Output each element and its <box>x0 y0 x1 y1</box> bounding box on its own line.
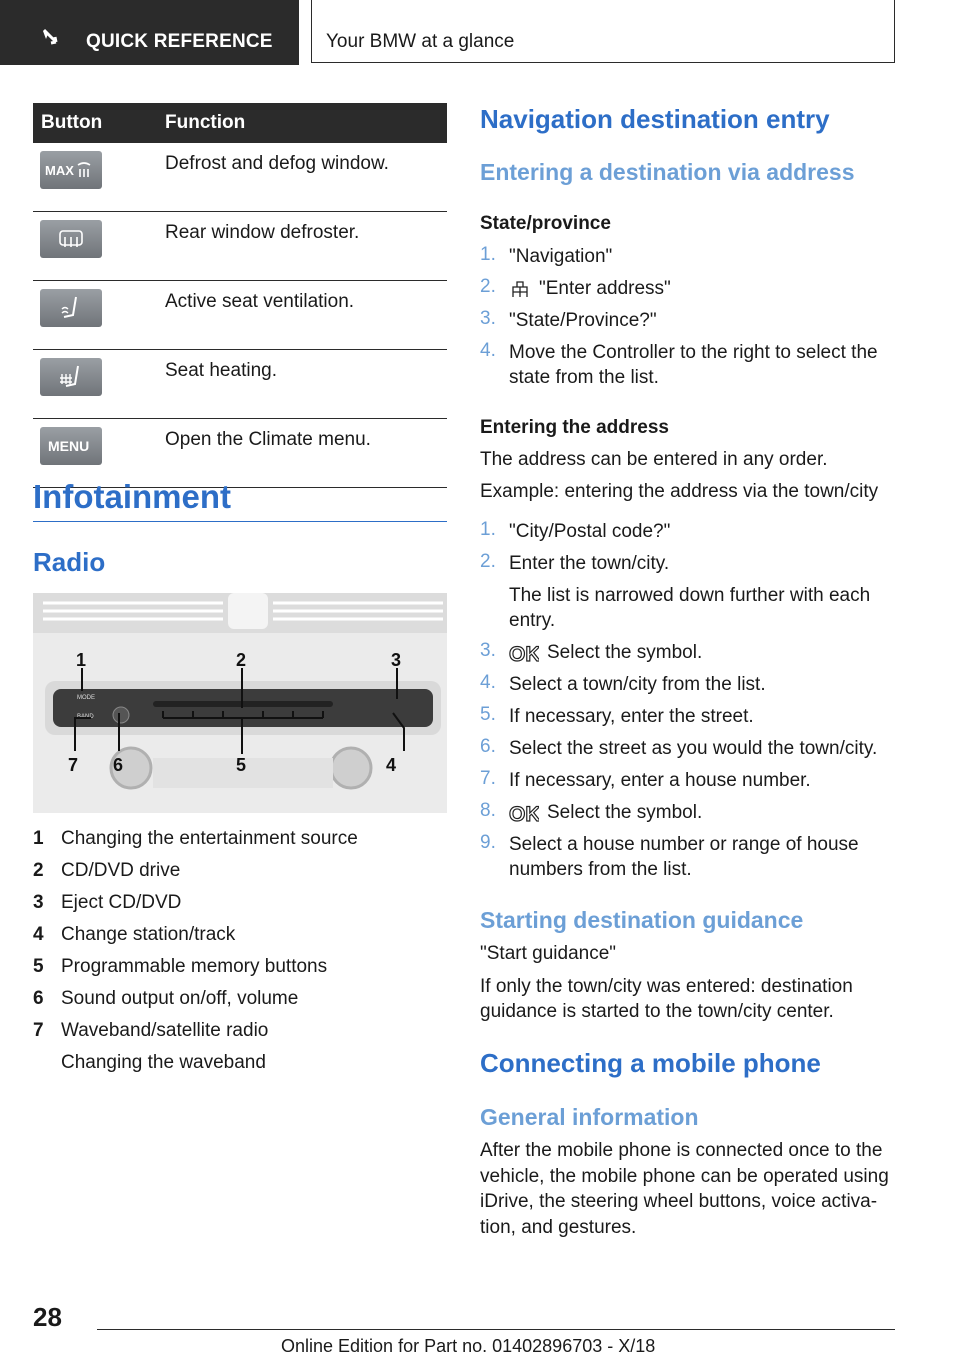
phone-heading: Connecting a mobile phone <box>480 1048 821 1078</box>
table-row: MENU Open the Climate menu. <box>33 418 447 488</box>
section-tab: QUICK REFERENCE <box>0 0 299 65</box>
table-cell: Rear window defroster. <box>162 211 447 281</box>
seat-heating-icon <box>40 358 102 396</box>
callout-3: 3 <box>391 650 401 670</box>
section-tab-label: QUICK REFERENCE <box>86 31 273 52</box>
quick-reference-icon <box>42 28 58 45</box>
address-subheading: Entering a destination via address <box>480 159 855 185</box>
guidance-heading: Starting destination guidance <box>480 907 804 933</box>
radio-heading: Radio <box>33 547 106 577</box>
legend-extra: Changing the waveband <box>61 1052 266 1073</box>
callout-7: 7 <box>68 755 78 775</box>
phone-subheading: General information <box>480 1104 699 1130</box>
paragraph: Example: entering the address via the to… <box>480 481 879 502</box>
col-header-function: Function <box>162 103 447 143</box>
table-row: Seat heating. <box>33 349 447 419</box>
callout-6: 6 <box>113 755 123 775</box>
paragraph: After the mobile phone is connected once… <box>480 1140 889 1238</box>
svg-text:MENU: MENU <box>48 438 89 454</box>
infotainment-heading: Infotainment <box>33 478 231 515</box>
table-row: Rear window defroster. <box>33 211 447 281</box>
rear-defrost-icon <box>40 220 102 258</box>
svg-text:OK: OK <box>509 803 539 823</box>
radio-panel-photo: MODE BAND 1 2 3 4 5 6 7 <box>33 593 447 813</box>
climate-button-table: Button Function MAX Defrost and defog wi… <box>33 103 447 488</box>
footer-edition: Online Edition for Part no. 01402896703 … <box>281 1336 656 1356</box>
callout-2: 2 <box>236 650 246 670</box>
paragraph: "Start guidance" <box>480 943 617 964</box>
table-cell: Active seat ventilation. <box>162 280 447 350</box>
table-row: Active seat ventilation. <box>33 280 447 350</box>
photo-mode-label: MODE <box>77 695 95 701</box>
callout-4: 4 <box>386 755 396 775</box>
page-number: 28 <box>33 1302 62 1332</box>
table-cell: Seat heating. <box>162 349 447 419</box>
seat-ventilation-icon <box>40 289 102 327</box>
ok-symbol-icon: OK <box>509 643 539 663</box>
menu-button-icon: MENU <box>40 427 102 465</box>
chapter-header: Your BMW at a glance <box>311 0 895 63</box>
table-row: MAX Defrost and defog window. <box>33 143 447 212</box>
paragraph: If only the town/city was entered: desti… <box>480 976 853 1022</box>
max-defrost-icon: MAX <box>40 151 102 189</box>
callout-5: 5 <box>236 755 246 775</box>
ok-symbol-icon: OK <box>509 803 539 823</box>
svg-text:OK: OK <box>509 643 539 663</box>
heading-rule <box>33 521 447 522</box>
table-cell: Open the Climate menu. <box>162 418 447 488</box>
svg-text:MAX: MAX <box>45 163 74 178</box>
state-label: State/province <box>480 213 611 234</box>
col-header-button: Button <box>33 103 162 143</box>
footer-rule <box>97 1329 895 1330</box>
chapter-title: Your BMW at a glance <box>326 31 515 52</box>
table-cell: Defrost and defog window. <box>162 143 447 212</box>
callout-1: 1 <box>76 650 86 670</box>
navigation-heading: Navigation destination entry <box>480 104 830 134</box>
address-entry-icon <box>512 281 528 297</box>
paragraph: The address can be entered in any order. <box>480 449 828 470</box>
address-label: Entering the address <box>480 417 669 438</box>
